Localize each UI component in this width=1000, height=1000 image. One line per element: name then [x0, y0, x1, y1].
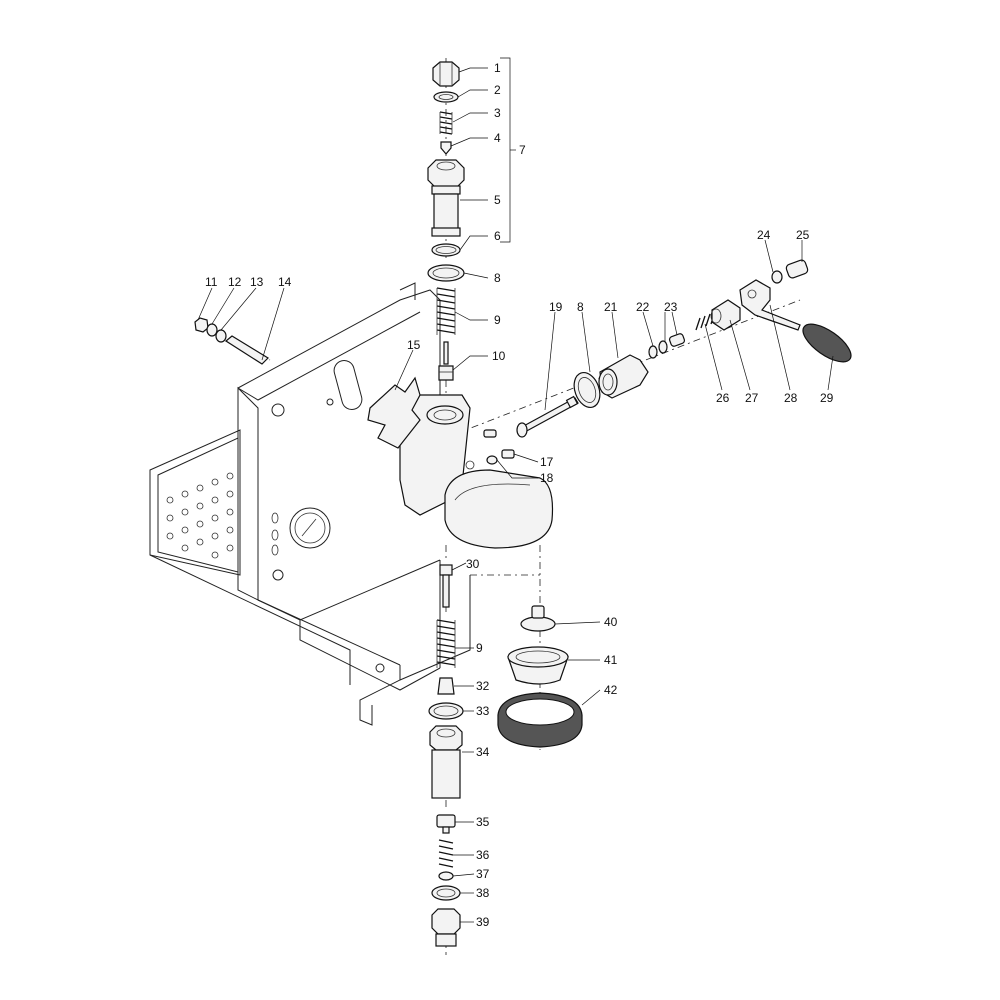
part-9-spring-upper: [436, 287, 456, 335]
part-4-valve-pin: [440, 141, 452, 155]
part-8-gasket: [427, 264, 465, 282]
label-15: 15: [407, 338, 421, 352]
label-11: 11: [205, 275, 218, 289]
parts-22-23-seals: [648, 333, 686, 359]
label-6: 6: [494, 229, 501, 243]
label-12: 12: [228, 275, 242, 289]
label-10: 10: [492, 349, 506, 363]
label-33: 33: [476, 704, 490, 718]
part-36-spring: [438, 839, 454, 868]
leader-lines: [197, 67, 834, 923]
label-34: 34: [476, 745, 490, 759]
label-1: 1: [494, 61, 501, 75]
label-40: 40: [604, 615, 618, 629]
part-35-valve-pin: [436, 814, 456, 834]
label-41: 41: [604, 653, 618, 667]
part-26-spring: [695, 311, 716, 331]
label-17: 17: [540, 455, 554, 469]
label-21: 21: [604, 300, 618, 314]
machine-frame: [149, 282, 471, 726]
part-25-sleeve: [785, 259, 809, 279]
label-27: 27: [745, 391, 759, 405]
part-37-washer: [438, 871, 454, 881]
part-10-piston: [438, 341, 454, 381]
part-39-fitting: [431, 908, 461, 947]
part-33-o-ring: [428, 702, 464, 720]
label-4: 4: [494, 131, 501, 145]
label-24: 24: [757, 228, 771, 242]
label-3: 3: [494, 106, 501, 120]
label-5: 5: [494, 193, 501, 207]
part-41-shower-screen: [507, 646, 569, 685]
part-17-bolt: [483, 429, 515, 459]
part-18-washer: [486, 455, 498, 465]
part-38-o-ring: [431, 885, 461, 901]
label-19: 19: [549, 300, 563, 314]
part-3-spring: [439, 111, 453, 135]
label-28: 28: [784, 391, 798, 405]
part-5-valve-body: [427, 159, 465, 237]
part-15-bracket: [367, 376, 421, 449]
label-29: 29: [820, 391, 834, 405]
label-35: 35: [476, 815, 490, 829]
label-23: 23: [664, 300, 678, 314]
label-26: 26: [716, 391, 730, 405]
label-18: 18: [540, 471, 554, 485]
part-29-knob: [802, 323, 852, 363]
part-19-shaft: [516, 395, 579, 438]
part-labels: 1 2 3 4 5 6 7 8 9 10 11 12 13 14 15 17 1…: [205, 61, 834, 929]
part-40-screen-screw: [520, 605, 556, 632]
part-32-plug: [437, 677, 455, 695]
part-8-side-o-ring: [573, 371, 601, 409]
label-2: 2: [494, 83, 501, 97]
part-27-nut: [710, 299, 741, 331]
drip-grid-holes: [166, 472, 234, 559]
label-32: 32: [476, 679, 490, 693]
parts-11-14-bolt-set: [194, 317, 269, 365]
part-21-valve-housing: [598, 354, 649, 399]
label-9-lower: 9: [476, 641, 483, 655]
part-9-spring-lower: [436, 619, 456, 668]
label-14: 14: [278, 275, 292, 289]
label-36: 36: [476, 848, 490, 862]
group-head: [399, 394, 554, 549]
part-6-o-ring: [431, 243, 461, 257]
part-2-washer: [433, 91, 459, 103]
label-42: 42: [604, 683, 618, 697]
part-24-ring: [771, 270, 783, 284]
label-7: 7: [519, 143, 526, 157]
label-13: 13: [250, 275, 264, 289]
label-22: 22: [636, 300, 650, 314]
label-9: 9: [494, 313, 501, 327]
part-34-valve-body: [429, 725, 463, 799]
part-30-pin: [439, 564, 453, 608]
label-37: 37: [476, 867, 490, 881]
label-30: 30: [466, 557, 480, 571]
label-8: 8: [494, 271, 501, 285]
part-42-gasket: [497, 692, 583, 748]
label-25: 25: [796, 228, 810, 242]
label-39: 39: [476, 915, 490, 929]
label-8-side: 8: [577, 300, 584, 314]
part-1-hex-cap: [432, 61, 460, 87]
part-28-lever: [739, 279, 801, 331]
label-38: 38: [476, 886, 490, 900]
